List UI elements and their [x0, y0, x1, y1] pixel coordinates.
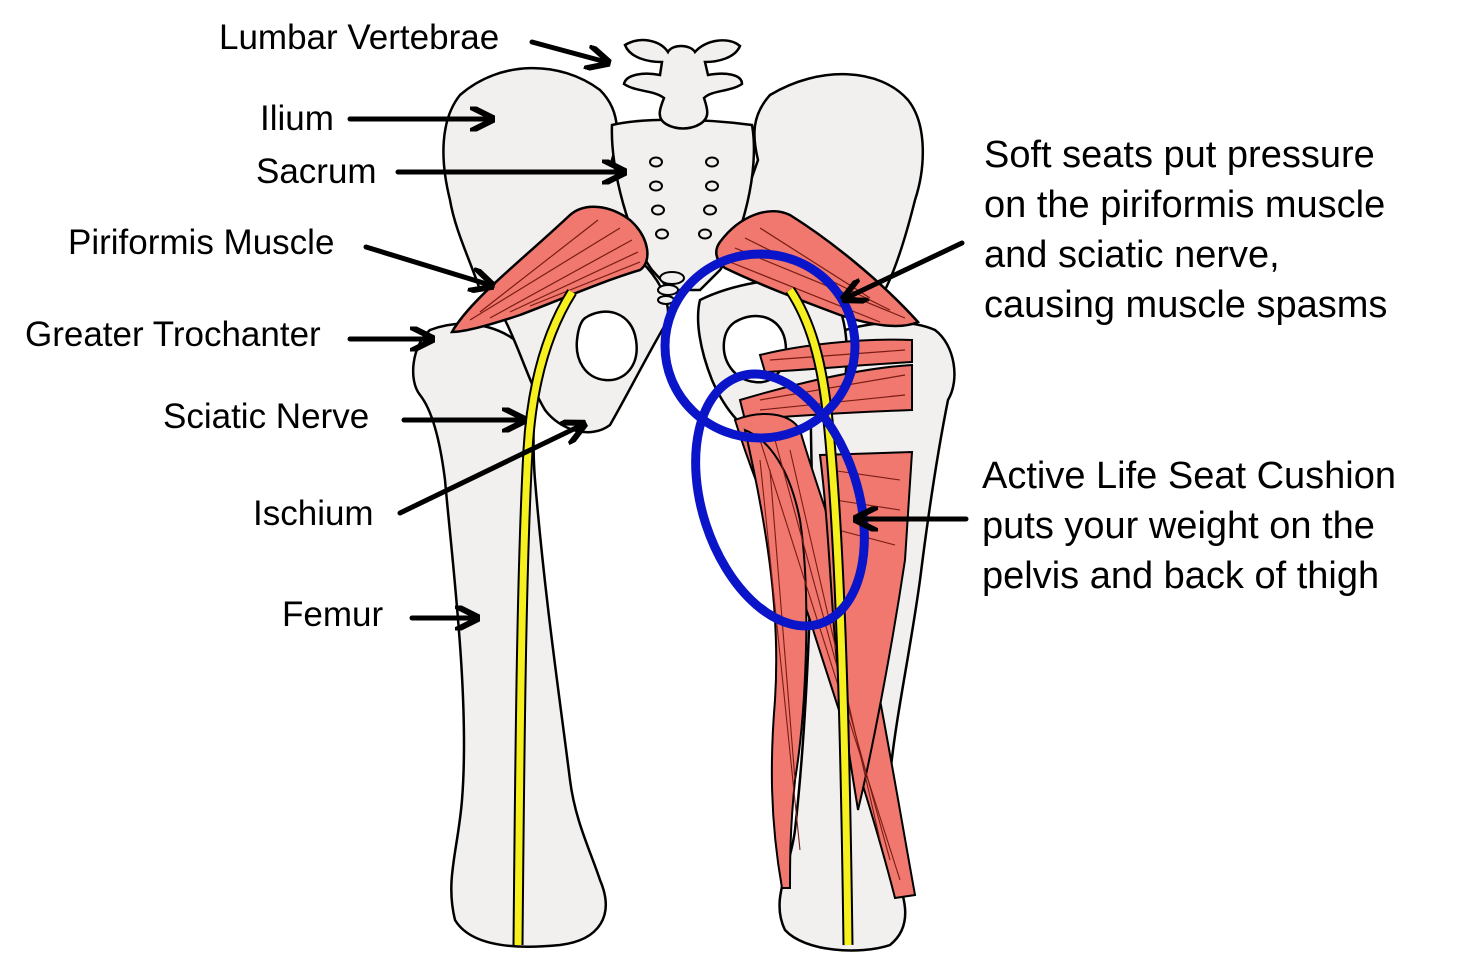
arrow-ischium — [397, 425, 582, 516]
coccyx — [657, 271, 685, 305]
label-ischium: Ischium — [253, 494, 374, 533]
label-sacrum: Sacrum — [256, 152, 377, 191]
label-femur: Femur — [282, 595, 384, 634]
note-seat-cushion: Active Life Seat Cushion puts your weigh… — [982, 451, 1396, 601]
pressure-point-ring-thigh — [691, 369, 869, 631]
right-sciatic-nerve — [785, 286, 854, 946]
note-cushion-line-1: Active Life Seat Cushion — [982, 455, 1397, 497]
label-piriformis-muscle: Piriformis Muscle — [68, 223, 335, 262]
left-sciatic-nerve — [512, 289, 577, 946]
note-soft-seats-line-1: Soft seats put pressure — [984, 134, 1375, 176]
label-ilium: Ilium — [260, 99, 334, 138]
pressure-point-ring-piriformis — [660, 249, 860, 443]
lumbar-vertebra — [622, 38, 744, 130]
note-soft-seats-line-2: on the piriformis muscle — [984, 184, 1386, 226]
sacral-foramina — [649, 156, 719, 240]
label-greater-trochanter: Greater Trochanter — [25, 315, 321, 354]
arrow-soft-seats — [846, 240, 965, 298]
note-cushion-line-3: pelvis and back of thigh — [982, 555, 1380, 597]
label-lumbar-vertebrae: Lumbar Vertebrae — [219, 18, 500, 57]
note-cushion-line-2: puts your weight on the — [982, 505, 1375, 547]
note-soft-seats-line-4: causing muscle spasms — [984, 284, 1388, 326]
note-soft-seats-line-3: and sciatic nerve, — [984, 234, 1280, 276]
arrow-lumbar — [529, 39, 606, 62]
pointer-arrows — [347, 39, 969, 618]
left-obturator-foramen — [575, 310, 638, 382]
note-soft-seats: Soft seats put pressure on the piriformi… — [984, 130, 1387, 330]
left-piriformis-muscle — [449, 205, 649, 334]
label-sciatic-nerve: Sciatic Nerve — [163, 397, 370, 436]
arrow-piriformis — [363, 244, 490, 285]
